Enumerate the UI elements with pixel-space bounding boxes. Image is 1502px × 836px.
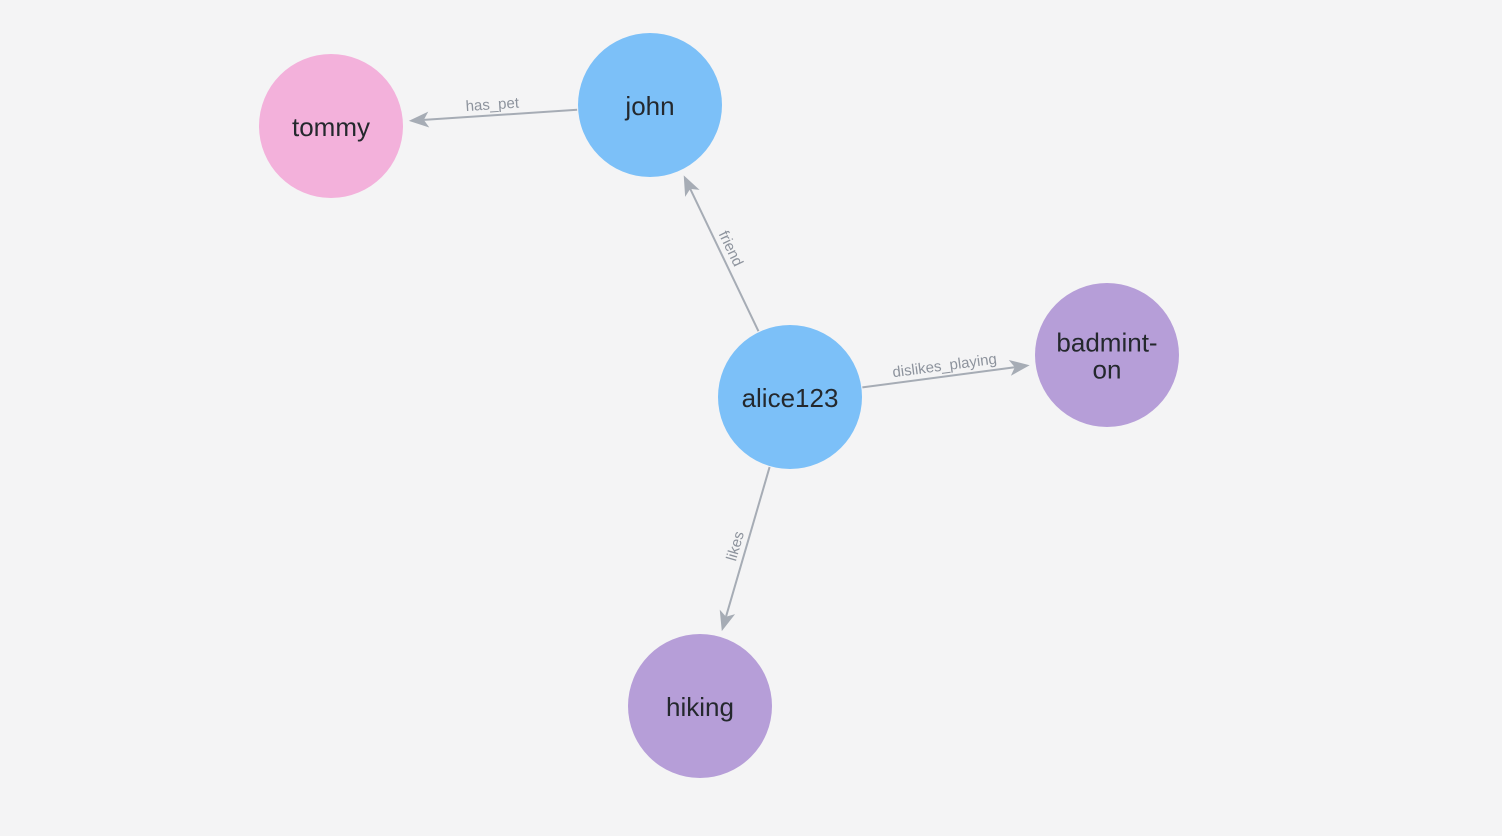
edge-line <box>689 188 760 332</box>
edge-friend[interactable]: friend <box>677 172 760 332</box>
node-circle[interactable] <box>628 634 772 778</box>
node-circle[interactable] <box>1035 283 1179 427</box>
node-circle[interactable] <box>718 325 862 469</box>
edge-line <box>423 108 578 121</box>
node-badminton[interactable]: badmint-on <box>1035 283 1179 427</box>
edge-line <box>862 366 1015 389</box>
arrowhead-icon <box>719 609 736 632</box>
node-circle[interactable] <box>259 54 403 198</box>
arrowhead-icon <box>683 175 700 197</box>
edge-label: likes <box>723 529 748 563</box>
edge-line <box>725 466 771 617</box>
edge-has_pet[interactable]: has_pet <box>408 95 578 129</box>
arrowhead-icon <box>1008 359 1030 376</box>
node-circle[interactable] <box>578 33 722 177</box>
node-alice123[interactable]: alice123 <box>718 325 862 469</box>
arrowhead-icon <box>408 111 430 128</box>
node-tommy[interactable]: tommy <box>259 54 403 198</box>
node-hiking[interactable]: hiking <box>628 634 772 778</box>
edge-likes[interactable]: likes <box>714 466 771 633</box>
edge-dislikes_playing[interactable]: dislikes_playing <box>862 351 1030 389</box>
node-john[interactable]: john <box>578 33 722 177</box>
edge-label: has_pet <box>465 95 520 116</box>
